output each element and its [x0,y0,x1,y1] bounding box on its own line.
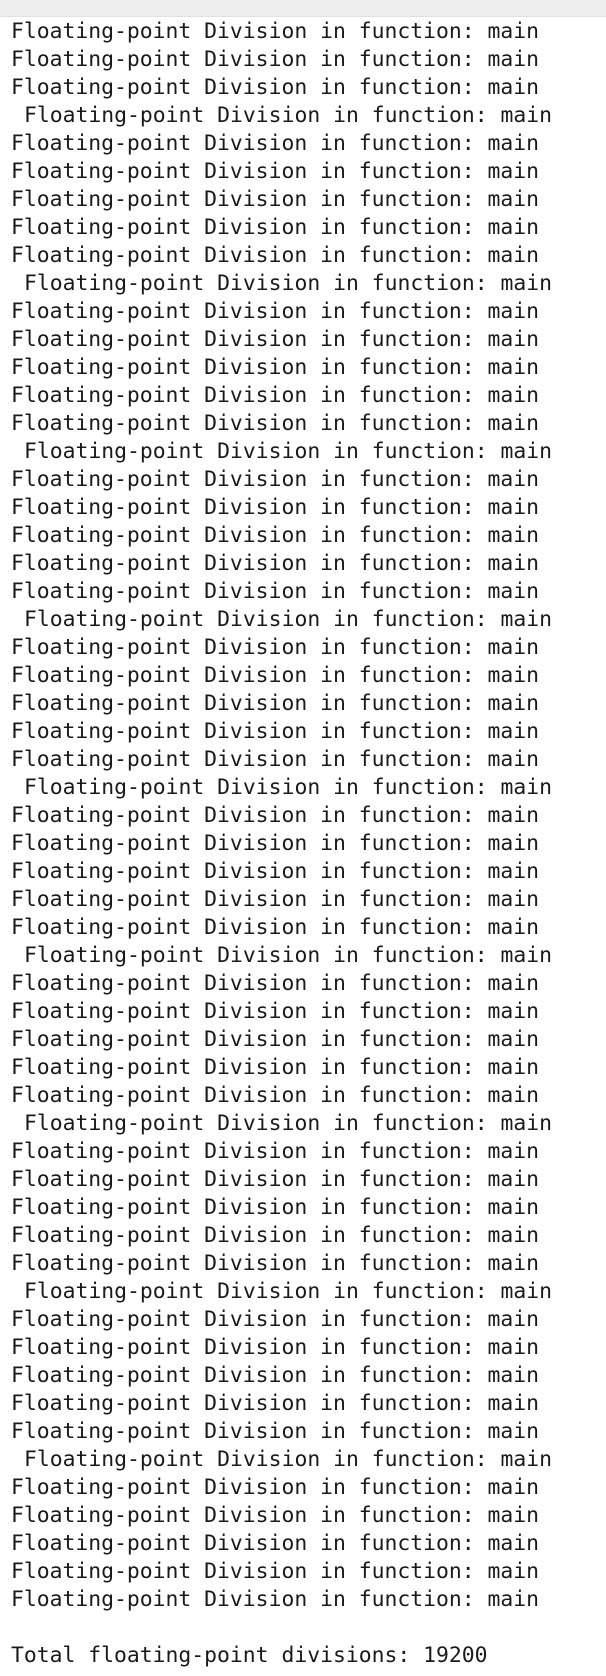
console-line: Floating-point Division in function: mai… [11,131,540,156]
console-line: Floating-point Division in function: mai… [24,943,553,968]
console-line: Floating-point Division in function: mai… [11,859,540,884]
console-output[interactable]: Floating-point Division in function: mai… [0,16,606,1676]
console-line: Floating-point Division in function: mai… [11,1559,540,1584]
console-line: Floating-point Division in function: mai… [11,327,540,352]
console-line: Floating-point Division in function: mai… [11,1503,540,1528]
console-line: Floating-point Division in function: mai… [11,215,540,240]
console-line: Floating-point Division in function: mai… [11,299,540,324]
console-line: Floating-point Division in function: mai… [11,47,540,72]
console-line: Floating-point Division in function: mai… [11,187,540,212]
console-line: Floating-point Division in function: mai… [11,999,540,1024]
console-line: Floating-point Division in function: mai… [11,635,540,660]
total-divisions-line: Total floating-point divisions: 19200 [11,1643,488,1668]
console-line: Floating-point Division in function: mai… [11,1475,540,1500]
console-line: Floating-point Division in function: mai… [11,75,540,100]
console-line: Floating-point Division in function: mai… [11,495,540,520]
console-line: Floating-point Division in function: mai… [11,887,540,912]
console-line: Floating-point Division in function: mai… [11,1167,540,1192]
console-line: Floating-point Division in function: mai… [11,719,540,744]
console-line: Floating-point Division in function: mai… [11,1139,540,1164]
console-line: Floating-point Division in function: mai… [24,1447,553,1472]
console-top-bar [0,0,606,17]
console-line: Floating-point Division in function: mai… [24,439,553,464]
console-line: Floating-point Division in function: mai… [11,663,540,688]
console-line: Floating-point Division in function: mai… [11,1391,540,1416]
console-line: Floating-point Division in function: mai… [11,691,540,716]
console-line: Floating-point Division in function: mai… [11,523,540,548]
console-line: Floating-point Division in function: mai… [11,1531,540,1556]
console-line: Floating-point Division in function: mai… [11,467,540,492]
console-line: Floating-point Division in function: mai… [24,1279,553,1304]
console-line: Floating-point Division in function: mai… [11,579,540,604]
console-line: Floating-point Division in function: mai… [11,803,540,828]
console-line: Floating-point Division in function: mai… [11,411,540,436]
console-line: Floating-point Division in function: mai… [11,1335,540,1360]
console-line: Floating-point Division in function: mai… [11,1587,540,1612]
console-line: Floating-point Division in function: mai… [11,159,540,184]
console-line: Floating-point Division in function: mai… [11,1419,540,1444]
console-line: Floating-point Division in function: mai… [11,1195,540,1220]
console-line: Floating-point Division in function: mai… [11,1027,540,1052]
console-line: Floating-point Division in function: mai… [24,271,553,296]
console-line: Floating-point Division in function: mai… [11,1223,540,1248]
console-line: Floating-point Division in function: mai… [11,1363,540,1388]
console-line: Floating-point Division in function: mai… [11,551,540,576]
console-line: Floating-point Division in function: mai… [11,1307,540,1332]
console-line: Floating-point Division in function: mai… [24,607,553,632]
console-line: Floating-point Division in function: mai… [11,1055,540,1080]
console-line: Floating-point Division in function: mai… [11,747,540,772]
console-line: Floating-point Division in function: mai… [11,971,540,996]
console-line: Floating-point Division in function: mai… [11,19,540,44]
console-line: Floating-point Division in function: mai… [11,1083,540,1108]
console-line: Floating-point Division in function: mai… [11,243,540,268]
console-line: Floating-point Division in function: mai… [11,1251,540,1276]
console-line: Floating-point Division in function: mai… [24,103,553,128]
console-line: Floating-point Division in function: mai… [11,355,540,380]
console-line: Floating-point Division in function: mai… [24,1111,553,1136]
console-line: Floating-point Division in function: mai… [11,383,540,408]
console-line: Floating-point Division in function: mai… [11,831,540,856]
console-line: Floating-point Division in function: mai… [24,775,553,800]
console-line: Floating-point Division in function: mai… [11,915,540,940]
